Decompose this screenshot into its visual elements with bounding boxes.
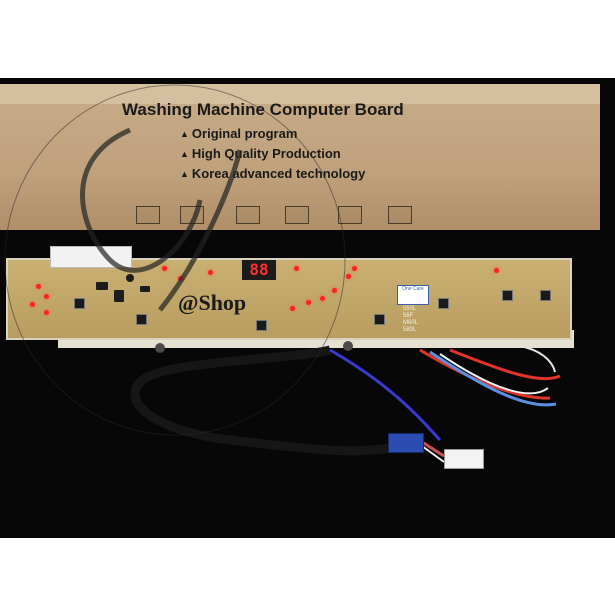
capacitor — [126, 274, 134, 282]
led-indicator — [352, 266, 357, 271]
mounting-hole — [343, 341, 353, 351]
led-indicator — [44, 294, 49, 299]
seven-segment-display: 88 — [242, 260, 276, 280]
led-indicator — [208, 270, 213, 275]
feature-high-quality: High Quality Production — [180, 146, 341, 161]
led-indicator — [162, 266, 167, 271]
led-indicator — [306, 300, 311, 305]
led-indicator — [36, 284, 41, 289]
short-wire — [421, 440, 445, 458]
white-plug-connector — [444, 449, 484, 469]
led-indicator — [346, 274, 351, 279]
short-wire — [421, 445, 445, 463]
led-indicator — [290, 306, 295, 311]
blue-wire — [329, 348, 442, 442]
led-indicator — [30, 302, 35, 307]
carton-lid — [0, 84, 600, 104]
tactile-button[interactable] — [540, 290, 551, 301]
feature-original-program: Original program — [180, 126, 297, 141]
electronic-component — [114, 290, 124, 302]
tactile-button[interactable] — [136, 314, 147, 325]
led-indicator — [332, 288, 337, 293]
electronic-component — [140, 286, 150, 292]
tactile-button[interactable] — [74, 298, 85, 309]
electronic-component — [96, 282, 108, 290]
black-cable — [130, 345, 389, 456]
led-indicator — [294, 266, 299, 271]
care-symbol-icon — [388, 206, 412, 224]
shop-watermark: @Shop — [178, 290, 247, 315]
monogram-watermark — [158, 149, 243, 312]
white-wire — [439, 353, 549, 395]
tactile-button[interactable] — [256, 320, 267, 331]
red-wire — [419, 348, 551, 400]
brand-logo: One Care — [397, 285, 429, 305]
bottom-white-band — [0, 538, 615, 615]
led-indicator — [494, 268, 499, 273]
led-indicator — [320, 296, 325, 301]
top-white-band — [0, 0, 615, 78]
mounting-hole — [155, 343, 165, 353]
care-symbol-icon — [338, 206, 362, 224]
spec-label: M60L — [403, 320, 419, 326]
spec-label: 550L — [403, 306, 417, 312]
monogram-watermark — [80, 127, 203, 273]
blue-wire — [429, 350, 557, 407]
tactile-button[interactable] — [438, 298, 449, 309]
red-wire — [449, 348, 561, 381]
spec-label: 56F — [403, 313, 414, 319]
computer-board-pcb — [6, 258, 572, 340]
led-indicator — [44, 310, 49, 315]
spec-label: 580L — [403, 327, 417, 333]
care-symbol-icon — [236, 206, 260, 224]
tactile-button[interactable] — [374, 314, 385, 325]
recycle-icon — [285, 206, 309, 224]
white-wire — [519, 345, 556, 373]
blue-plug-connector — [388, 433, 424, 453]
care-symbol-icon — [136, 206, 160, 224]
watermark-circle — [4, 84, 346, 436]
tactile-button[interactable] — [502, 290, 513, 301]
box-title: Washing Machine Computer Board — [122, 100, 404, 119]
